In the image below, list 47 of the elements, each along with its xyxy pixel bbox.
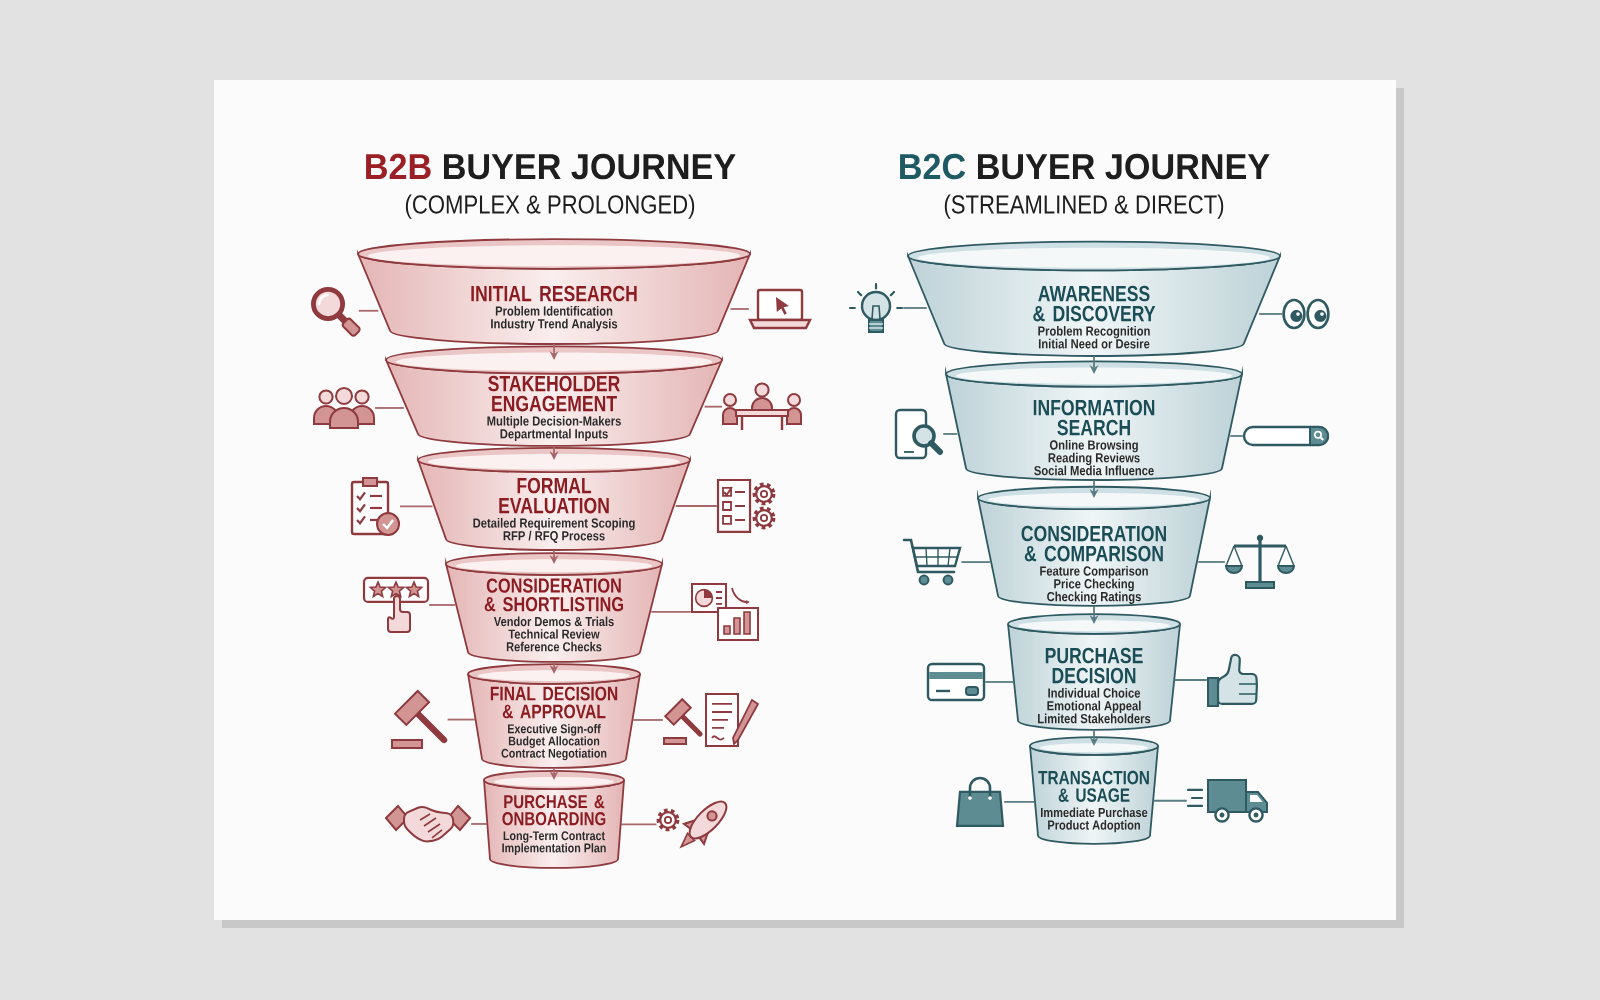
connector-line [1152,799,1188,802]
scale-icon [1225,534,1295,589]
title: B2B BUYER JOURNEY [366,153,736,180]
connector-line [1258,313,1284,315]
magnifier-icon [311,287,361,337]
connector-line [1173,679,1208,681]
connector-line [632,719,664,721]
connector-line [902,307,928,309]
connector-line [942,433,959,435]
connector-line [428,604,457,606]
connector-line [620,823,658,826]
star-rating-icon [362,576,430,633]
checklist-icon [350,477,400,536]
connector-line [984,681,1015,683]
connector-line [357,309,380,312]
thumbs-up-icon [1207,653,1258,707]
gavel-document-icon [663,692,760,747]
laptop-icon [748,288,812,330]
connector-line [374,407,405,409]
credit-card-icon [926,662,986,702]
connector-line [1229,435,1244,437]
connector-line [650,611,692,613]
subtitle: (COMPLEX & PROLONGED) [405,194,695,219]
title: B2C BUYER JOURNEY [900,153,1270,180]
connector-line [1197,561,1226,563]
eyes-icon [1282,298,1330,330]
rocket-gear-icon [656,800,728,849]
subtitle: (STREAMLINED & DIRECT) [944,194,1224,219]
lightbulb-icon [848,282,904,333]
gavel-icon [391,689,448,749]
connector-line [703,405,723,408]
charts-icon [691,583,759,641]
people-icon [313,387,375,429]
cart-icon [902,538,962,586]
connector-line [399,505,434,508]
connector-line [446,718,476,721]
phone-search-icon [894,408,943,460]
meeting-icon [722,382,802,432]
truck-icon [1186,778,1268,823]
connector-line [729,308,750,310]
connector-line [674,505,718,507]
document-gears-icon [716,478,776,534]
connector-line [1003,800,1036,803]
shopping-bag-icon [955,776,1005,828]
connector-line [470,823,488,825]
search-bar-icon [1242,425,1330,447]
connector-line [960,561,991,563]
